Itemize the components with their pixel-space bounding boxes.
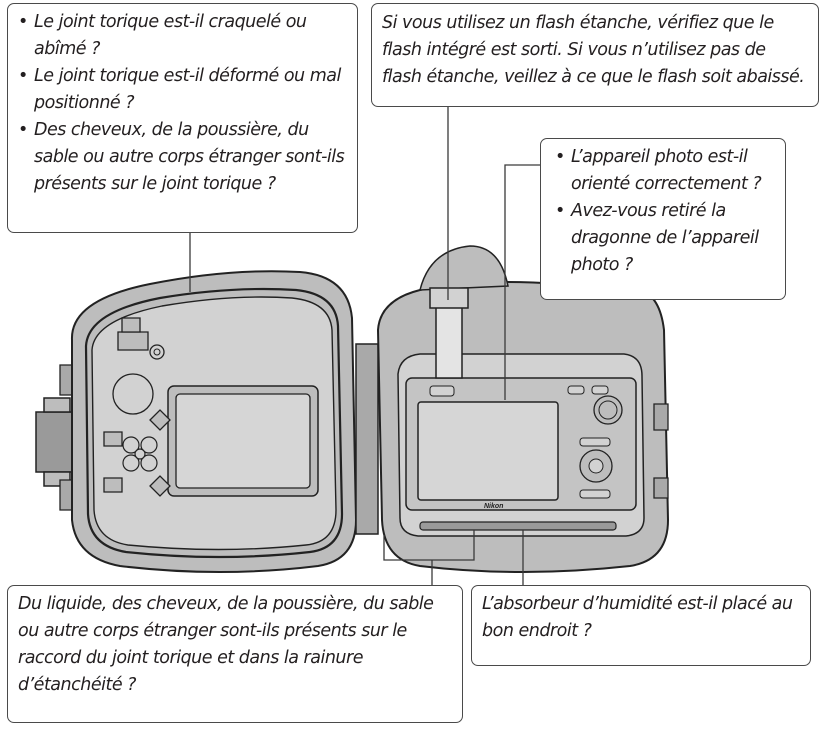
oring-check-callout: Le joint torique est-il craquelé ou abîm…	[7, 3, 358, 233]
camera-brand-label: Nikon	[484, 503, 503, 510]
list-item: Des cheveux, de la poussière, du sable o…	[18, 117, 347, 198]
flash-check-callout: Si vous utilisez un flash étanche, vérif…	[371, 3, 819, 107]
housing-door	[35, 270, 358, 573]
list-item: Le joint torique est-il craquelé ou abîm…	[18, 9, 347, 63]
leader-lines	[189, 107, 540, 585]
absorber-check-text: L’absorbeur d’humidité est-il placé au b…	[482, 594, 793, 641]
oring-check-list: Le joint torique est-il craquelé ou abîm…	[18, 9, 347, 198]
housing-body	[355, 245, 670, 573]
flash-check-text: Si vous utilisez un flash étanche, vérif…	[382, 13, 805, 87]
list-item: Avez-vous retiré la dragonne de l’appare…	[555, 198, 775, 279]
orientation-check-callout: L’appareil photo est-il orienté correcte…	[540, 138, 786, 300]
absorber-check-callout: L’absorbeur d’humidité est-il placé au b…	[471, 585, 811, 666]
groove-check-text: Du liquide, des cheveux, de la poussière…	[18, 594, 434, 695]
list-item: L’appareil photo est-il orienté correcte…	[555, 144, 775, 198]
orientation-check-list: L’appareil photo est-il orienté correcte…	[555, 144, 775, 279]
list-item: Le joint torique est-il déformé ou mal p…	[18, 63, 347, 117]
groove-check-callout: Du liquide, des cheveux, de la poussière…	[7, 585, 463, 723]
